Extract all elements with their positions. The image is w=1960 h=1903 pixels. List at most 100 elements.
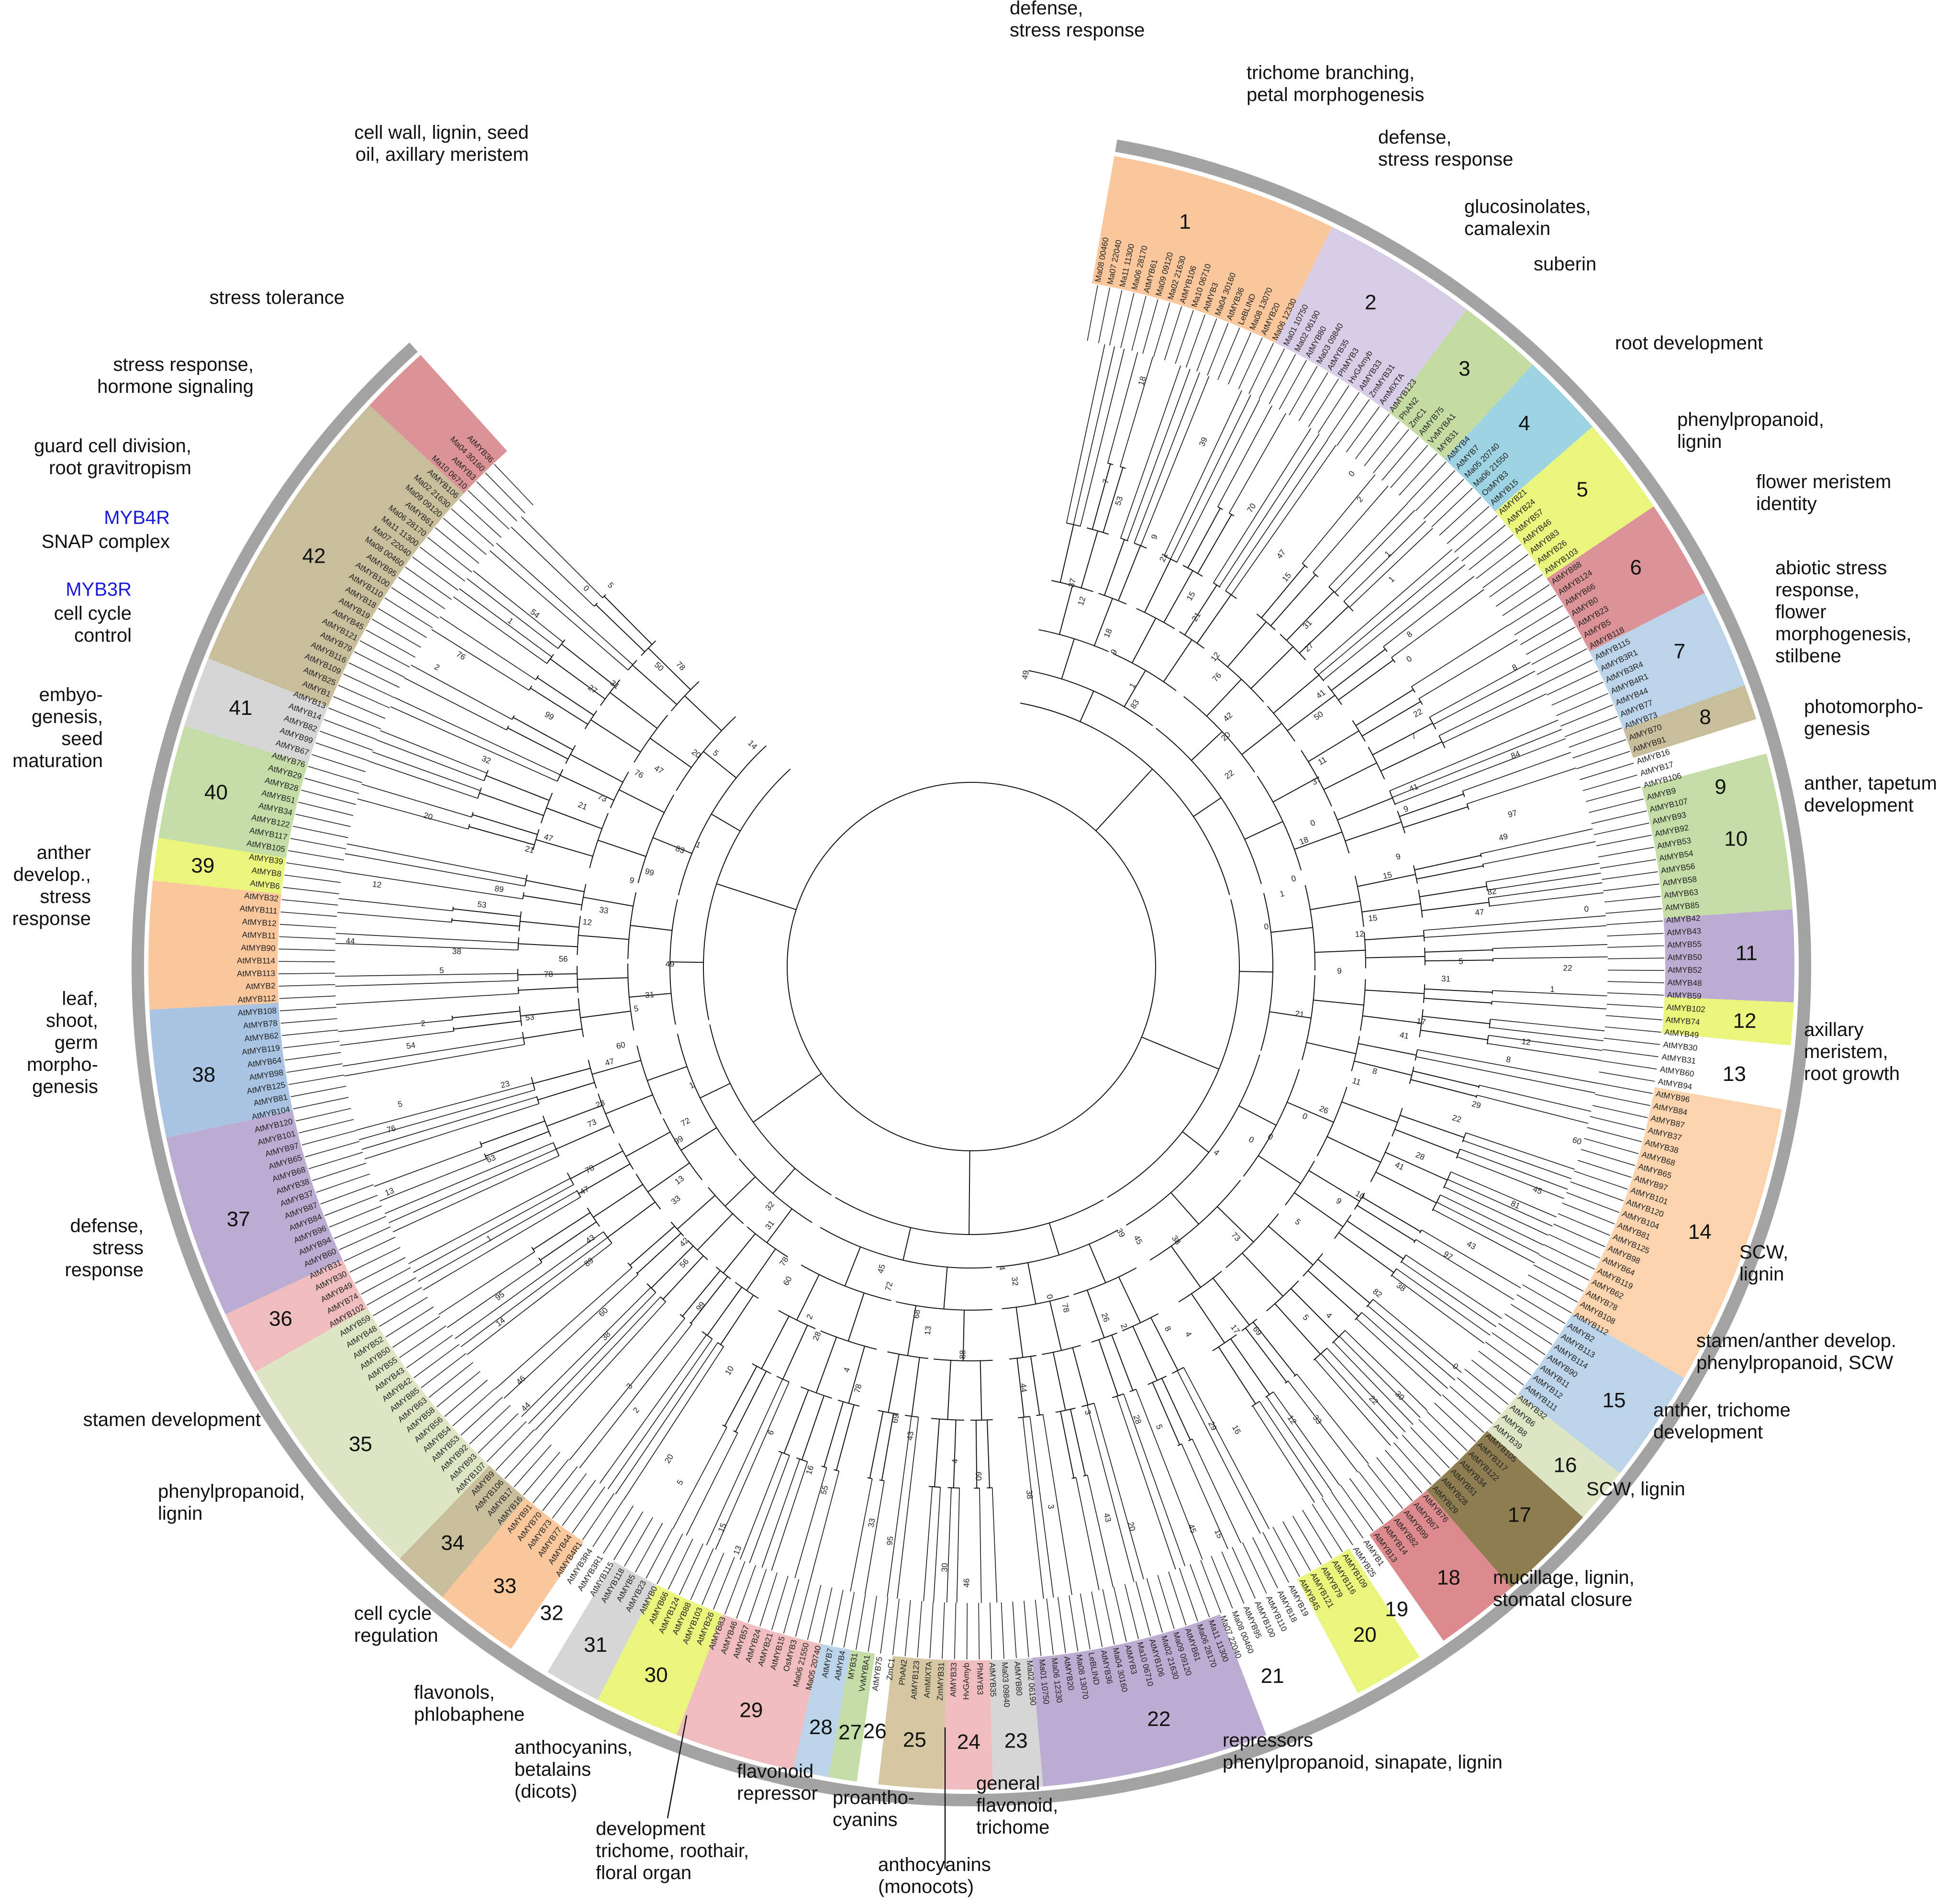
cluster-sector <box>1349 1535 1444 1657</box>
tree-branch <box>1218 1347 1256 1404</box>
tree-branch <box>1405 1255 1502 1319</box>
leaf-branch <box>542 1466 578 1511</box>
cluster-annotation: flavonols,phlobaphene <box>414 1682 524 1725</box>
bootstrap-value: 78 <box>1060 1302 1071 1313</box>
tree-branch <box>460 1237 608 1347</box>
leaf-branch <box>702 1552 724 1605</box>
bootstrap-value: 41 <box>1393 1160 1405 1172</box>
tree-branch <box>627 963 635 1031</box>
leaf-branch <box>646 1528 673 1579</box>
tree-branch <box>796 1457 808 1462</box>
tree-branch <box>567 1172 574 1185</box>
tree-branch <box>344 1044 525 1077</box>
leaf-branch <box>316 1173 370 1193</box>
tree-branch <box>1061 638 1075 679</box>
leaf-branch <box>1560 704 1614 727</box>
tree-branch <box>336 993 519 1005</box>
leaf-branch <box>1242 1542 1267 1594</box>
tree-branch <box>1265 1391 1274 1398</box>
tree-branch <box>1429 662 1531 718</box>
tree-branch <box>703 751 737 779</box>
leaf-branch <box>1146 1578 1163 1633</box>
tree-branch <box>670 681 700 712</box>
bootstrap-value: 0 <box>1247 1135 1256 1145</box>
bootstrap-value: 0 <box>1290 874 1297 884</box>
tree-branch <box>518 911 522 932</box>
leaf-branch <box>1346 406 1380 453</box>
cluster-number: 28 <box>809 1715 833 1739</box>
leaf-branch <box>1504 1313 1552 1345</box>
leaf-label: AtMYB35 <box>988 1662 998 1697</box>
tree-branch <box>576 966 579 993</box>
tree-branch <box>1267 705 1295 742</box>
tree-branch <box>1391 1268 1397 1277</box>
tree-branch <box>1213 428 1312 583</box>
leaf-branch <box>1185 314 1206 368</box>
tree-branch <box>530 688 589 725</box>
tree-branch <box>1389 720 1559 791</box>
tree-branch <box>1020 702 1230 895</box>
leaf-branch <box>1035 1600 1042 1656</box>
tree-branch <box>801 1264 891 1302</box>
tree-branch <box>577 977 628 980</box>
tree-branch <box>1339 1336 1421 1418</box>
tree-branch <box>778 1310 816 1329</box>
tree-branch <box>595 604 646 652</box>
tree-branch <box>418 1191 578 1282</box>
tree-branch <box>1417 1049 1597 1084</box>
cluster-number: 40 <box>204 781 228 804</box>
leaf-branch <box>1282 1521 1311 1571</box>
cluster-sector <box>1663 909 1794 1003</box>
leaf-branch <box>1531 637 1581 665</box>
tree-branch <box>1228 413 1286 513</box>
leaf-branch <box>1269 354 1296 404</box>
tree-branch <box>1098 593 1127 605</box>
cluster-sector <box>878 1656 947 1789</box>
bootstrap-value: 3 <box>1046 1504 1056 1510</box>
bootstrap-value: 0 <box>581 584 591 593</box>
tree-branch <box>1150 1317 1179 1371</box>
cluster-annotation: defense,stress response <box>1010 0 1145 41</box>
leaf-branch <box>399 1325 446 1358</box>
tree-branch <box>1111 1335 1134 1391</box>
leaf-branch <box>412 556 458 591</box>
bootstrap-value: 47 <box>604 1057 615 1068</box>
tree-branch <box>531 1246 535 1252</box>
tree-branch <box>1301 975 1315 1060</box>
leaf-branch <box>1457 1377 1501 1414</box>
leaf-branch <box>1582 774 1637 791</box>
tree-branch <box>517 987 519 994</box>
tree-branch <box>340 1031 454 1046</box>
bootstrap-value: 39 <box>1197 436 1209 448</box>
tree-branch <box>680 1127 717 1151</box>
tree-branch <box>1327 685 1342 705</box>
leaf-label: AtMYB114 <box>237 956 275 966</box>
tree-branch <box>1229 512 1235 517</box>
leaf-branch <box>398 577 445 610</box>
leaf-branch <box>1516 1294 1566 1324</box>
tree-branch <box>1421 901 1489 912</box>
leaf-branch <box>1258 348 1285 399</box>
bootstrap-value: 14 <box>746 738 759 751</box>
leaf-label: PhMYB3 <box>975 1663 985 1695</box>
leaf-branch <box>613 1511 644 1560</box>
leaf-branch <box>1594 1094 1650 1106</box>
tree-branch <box>528 1292 657 1424</box>
tree-branch <box>782 1325 808 1380</box>
tree-branch <box>1285 1160 1315 1206</box>
leaf-branch <box>371 619 421 648</box>
tree-branch <box>518 973 578 976</box>
leaf-branch <box>280 1018 337 1024</box>
bootstrap-value: 4 <box>1183 1330 1193 1338</box>
tree-branch <box>1314 549 1453 670</box>
bootstrap-value: 20 <box>1126 1521 1137 1532</box>
leaf-branch <box>783 1579 800 1634</box>
tree-branch <box>980 1360 982 1420</box>
leaf-branch <box>1431 488 1473 527</box>
bootstrap-value: 22 <box>1367 1394 1380 1407</box>
bootstrap-value: 22 <box>1412 707 1424 719</box>
cluster-sector <box>793 1644 851 1777</box>
leader-line <box>667 1715 688 1819</box>
